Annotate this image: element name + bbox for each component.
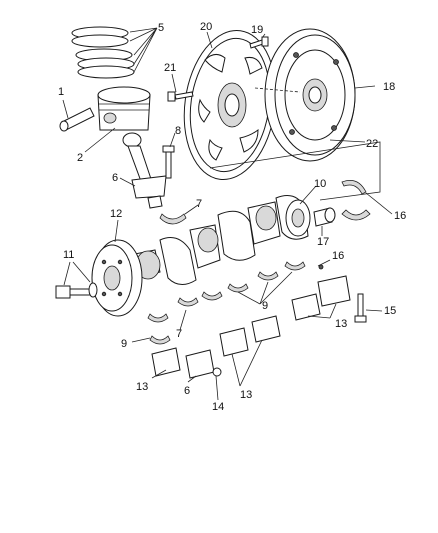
flex-plate-bolt — [249, 36, 269, 49]
main-bearings — [147, 261, 306, 345]
callout-16-upper: 16 — [394, 210, 407, 222]
callout-20: 20 — [200, 21, 213, 33]
callout-16-lower: 16 — [332, 250, 345, 262]
callout-8: 8 — [175, 125, 182, 137]
cap-nut — [212, 367, 222, 377]
pilot-bushing — [313, 207, 336, 227]
flex-plate — [183, 29, 277, 181]
callout-13-right: 13 — [335, 318, 348, 330]
callout-6-rod: 6 — [112, 172, 119, 184]
callout-9-center: 9 — [262, 300, 269, 312]
callout-7-lower: 7 — [176, 328, 183, 340]
torque-converter — [264, 28, 356, 162]
callout-6-lower: 6 — [184, 385, 191, 397]
callout-15: 15 — [384, 305, 397, 317]
main-bearing-caps — [151, 275, 351, 379]
piston — [97, 86, 151, 131]
callout-7-upper: 7 — [196, 198, 203, 210]
callout-12: 12 — [110, 208, 123, 220]
crankshaft — [129, 195, 311, 285]
piston-pin — [59, 107, 95, 132]
callout-17: 17 — [317, 236, 330, 248]
dowel-pin — [318, 264, 324, 270]
callout-21: 21 — [164, 62, 177, 74]
callout-9-left: 9 — [121, 338, 128, 350]
damper-bolt — [55, 282, 98, 299]
callout-10: 10 — [314, 178, 327, 190]
callout-18: 18 — [383, 81, 396, 93]
piston-rings — [71, 26, 135, 79]
converter-bolt — [167, 91, 194, 102]
callout-22: 22 — [366, 138, 379, 150]
callout-2: 2 — [77, 152, 84, 164]
callout-13-center: 13 — [240, 389, 253, 401]
callout-14: 14 — [212, 401, 225, 413]
rod-bearing — [159, 213, 187, 225]
callout-19: 19 — [251, 24, 264, 36]
cap-bolt — [354, 293, 367, 323]
connecting-rod — [122, 132, 167, 209]
callout-5: 5 — [158, 22, 165, 34]
thrust-washers — [341, 179, 371, 221]
vibration-damper — [91, 239, 143, 317]
callout-13-left: 13 — [136, 381, 149, 393]
callout-11: 11 — [63, 249, 75, 261]
callout-1: 1 — [58, 86, 65, 98]
rod-bolt — [162, 145, 175, 179]
